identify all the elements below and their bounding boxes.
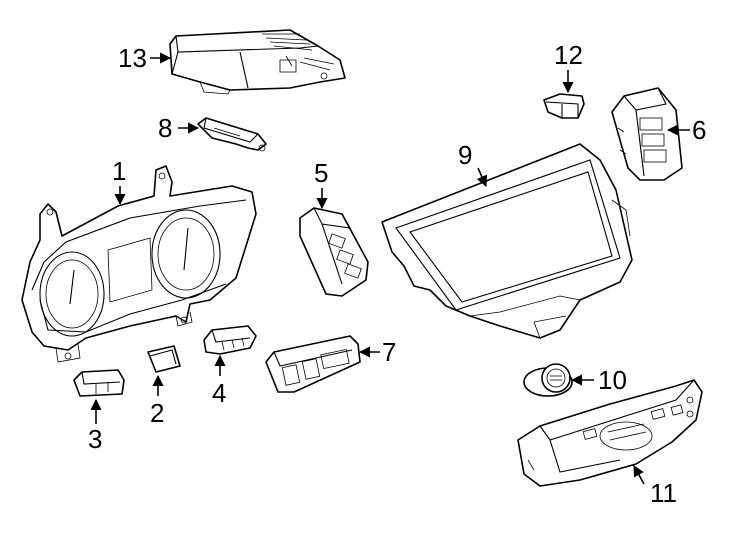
leader-11	[633, 465, 645, 485]
callout-13: 13	[118, 43, 147, 73]
part-12-clip	[543, 93, 585, 119]
callout-10: 10	[598, 365, 627, 395]
callout-6: 6	[692, 115, 706, 145]
callout-12: 12	[554, 40, 583, 70]
part-8-bracket	[197, 117, 267, 152]
callout-5: 5	[314, 158, 328, 188]
part-6-switch	[611, 87, 683, 181]
part-5-switch	[299, 207, 369, 297]
part-2-switch	[147, 345, 181, 373]
part-1-instrument-cluster	[21, 165, 257, 363]
callout-4: 4	[212, 378, 226, 408]
leader-lines	[90, 52, 690, 485]
callout-3: 3	[88, 424, 102, 454]
callout-2: 2	[150, 398, 164, 428]
callout-7: 7	[382, 337, 396, 367]
callout-1: 1	[112, 156, 126, 186]
callout-8: 8	[158, 113, 172, 143]
callout-11: 11	[650, 478, 677, 508]
callout-9: 9	[458, 140, 472, 170]
part-4-connector	[203, 325, 257, 355]
part-13-module	[169, 29, 346, 95]
callout-labels: 1 2 3 4 5 6 7 8 9 10 11 12 13	[88, 40, 706, 508]
part-11-climate-panel	[517, 379, 703, 487]
part-3-switch	[73, 369, 125, 397]
leader-9	[476, 167, 488, 188]
part-7-control-panel	[265, 335, 361, 393]
part-10-knob	[523, 363, 573, 397]
part-9-display	[381, 143, 633, 339]
